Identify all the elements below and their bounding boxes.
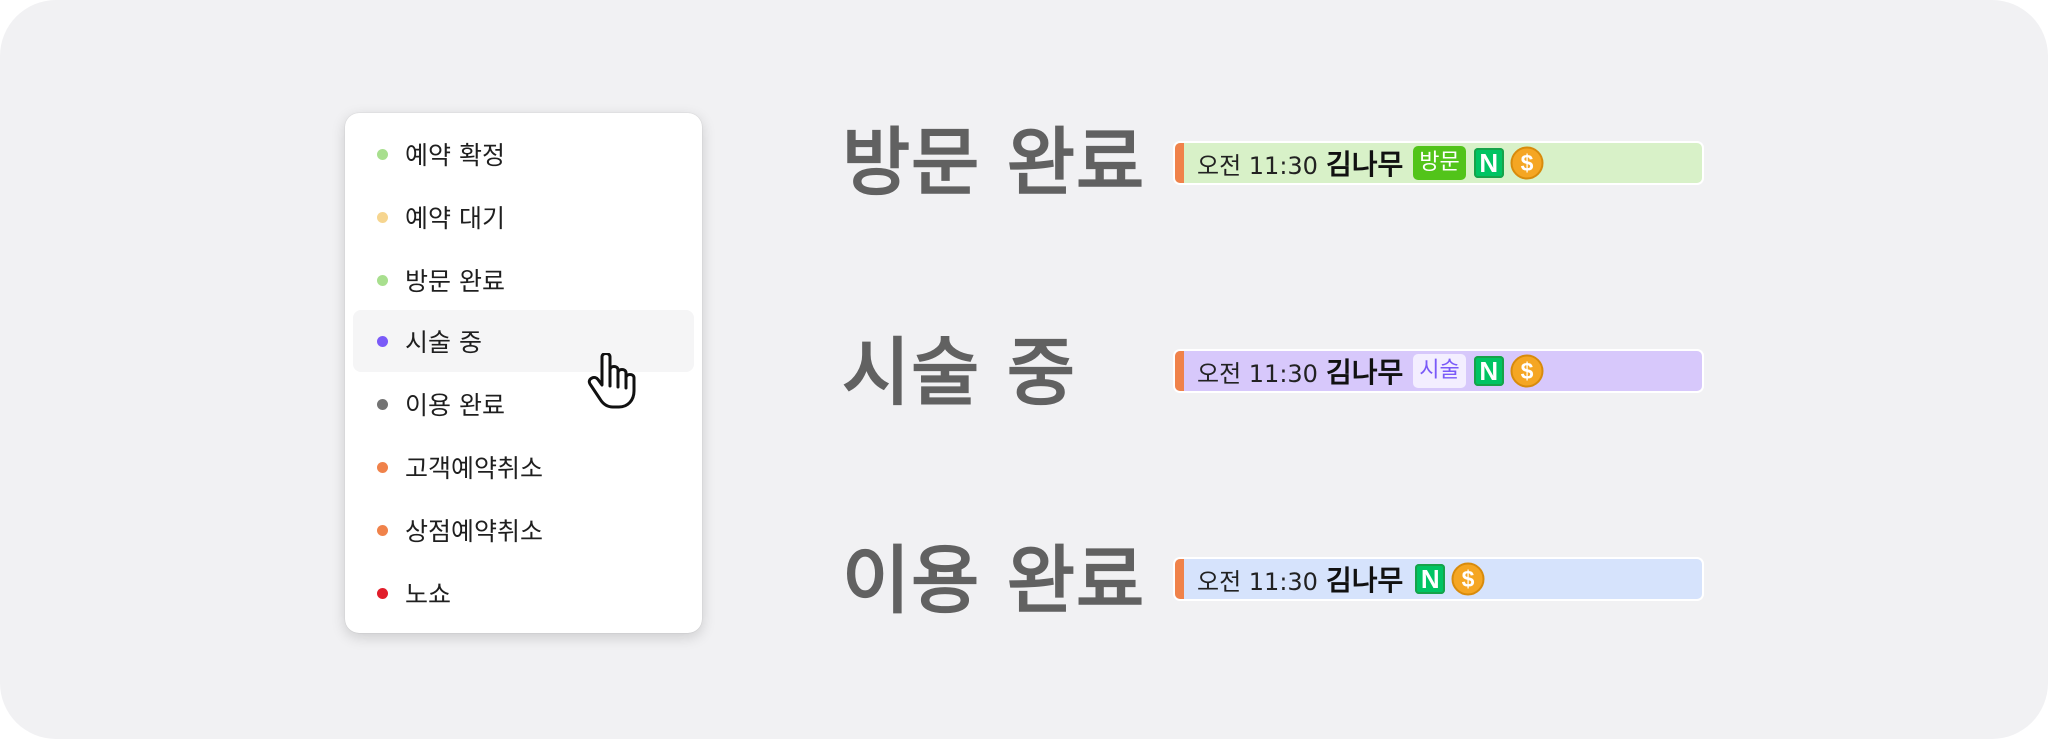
menu-item-label: 방문 완료 xyxy=(405,267,505,296)
naver-n-icon: N xyxy=(1415,564,1446,594)
menu-item-label: 시술 중 xyxy=(405,328,482,357)
menu-item-service-completed[interactable]: 이용 완료 xyxy=(353,373,694,435)
menu-item-label: 이용 완료 xyxy=(405,391,505,420)
booking-bar-visit-completed[interactable]: 오전 11:30 김나무 방문 N $ xyxy=(1173,141,1704,185)
menu-item-store-cancel[interactable]: 상점예약취소 xyxy=(353,499,694,561)
booking-time: 오전 11:30 xyxy=(1197,567,1318,596)
status-dot-icon xyxy=(377,148,388,160)
bar-accent-stripe xyxy=(1175,559,1184,599)
booking-bar-in-treatment[interactable]: 오전 11:30 김나무 시술 N $ xyxy=(1173,349,1704,393)
status-dot-icon xyxy=(377,587,388,599)
status-title-in-treatment: 시술 중 xyxy=(842,330,1077,416)
status-tag: 시술 xyxy=(1413,354,1466,388)
status-dot-icon xyxy=(377,461,388,473)
coin-symbol: $ xyxy=(1520,150,1533,176)
status-dot-icon xyxy=(377,274,388,286)
status-dot-icon xyxy=(377,335,388,347)
booking-bar-service-completed[interactable]: 오전 11:30 김나무 N $ xyxy=(1173,557,1704,601)
hand-pointer-cursor-icon xyxy=(587,353,636,409)
status-dropdown-menu: 예약 확정 예약 대기 방문 완료 시술 중 이용 완료 고객예약취소 상점예약… xyxy=(345,113,702,633)
coin-symbol: $ xyxy=(1462,566,1475,592)
status-dot-icon xyxy=(377,211,388,223)
menu-item-label: 고객예약취소 xyxy=(405,454,544,483)
naver-n-icon: N xyxy=(1473,148,1504,178)
dollar-coin-icon: $ xyxy=(1451,562,1485,596)
status-dot-icon xyxy=(377,524,388,536)
customer-name: 김나무 xyxy=(1325,564,1404,597)
menu-item-reservation-pending[interactable]: 예약 대기 xyxy=(353,186,694,248)
menu-item-label: 노쇼 xyxy=(405,580,452,609)
menu-item-no-show[interactable]: 노쇼 xyxy=(353,562,694,624)
menu-item-label: 상점예약취소 xyxy=(405,517,544,546)
status-title-visit-completed: 방문 완료 xyxy=(842,120,1146,206)
bar-accent-stripe xyxy=(1175,351,1184,391)
customer-name: 김나무 xyxy=(1325,148,1404,181)
menu-item-reservation-confirmed[interactable]: 예약 확정 xyxy=(353,123,694,185)
status-dot-icon xyxy=(377,398,388,410)
status-title-service-completed: 이용 완료 xyxy=(842,538,1146,624)
menu-item-in-treatment[interactable]: 시술 중 xyxy=(353,310,694,372)
booking-time: 오전 11:30 xyxy=(1197,151,1318,180)
menu-item-label: 예약 대기 xyxy=(405,204,505,233)
status-tag: 방문 xyxy=(1413,146,1466,180)
dollar-coin-icon: $ xyxy=(1510,354,1544,388)
menu-item-customer-cancel[interactable]: 고객예약취소 xyxy=(353,436,694,498)
menu-item-label: 예약 확정 xyxy=(405,141,505,170)
coin-symbol: $ xyxy=(1520,358,1533,384)
booking-time: 오전 11:30 xyxy=(1197,359,1318,388)
customer-name: 김나무 xyxy=(1325,356,1404,389)
bar-accent-stripe xyxy=(1175,143,1184,183)
dollar-coin-icon: $ xyxy=(1510,146,1544,180)
naver-n-icon: N xyxy=(1473,356,1504,386)
menu-item-visit-completed[interactable]: 방문 완료 xyxy=(353,249,694,311)
